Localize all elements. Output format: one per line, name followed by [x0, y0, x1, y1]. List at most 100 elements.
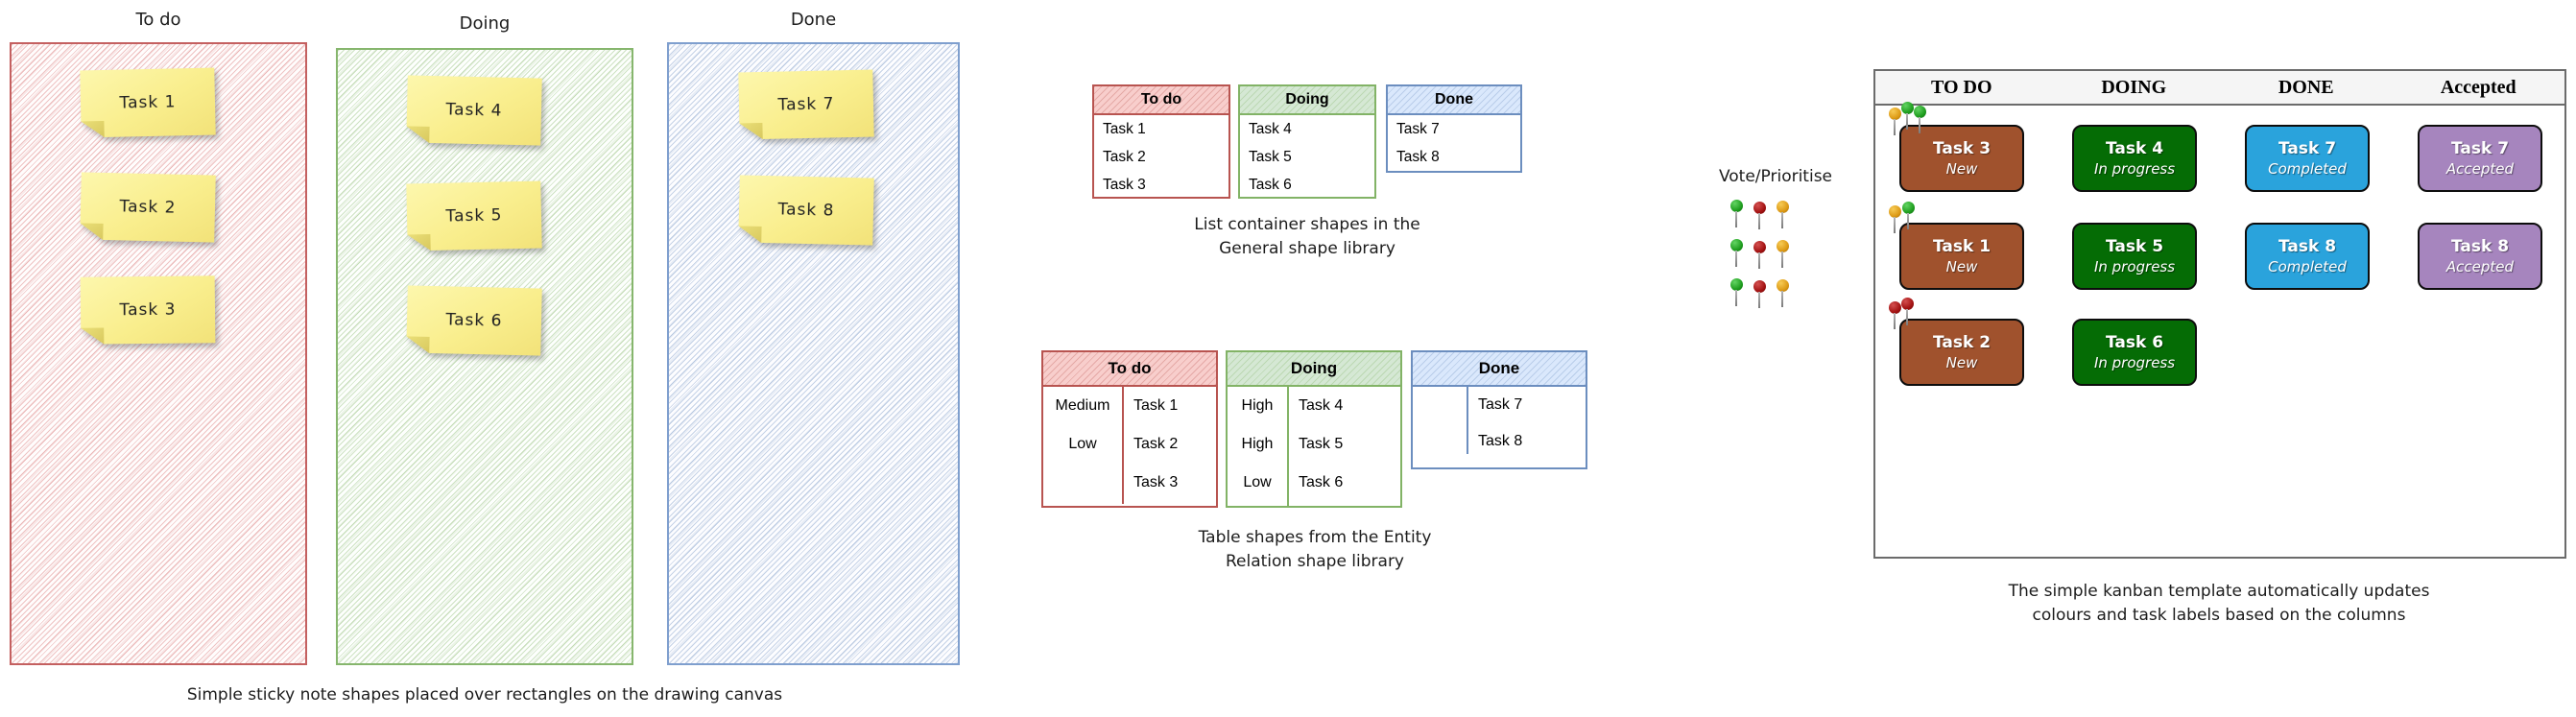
table-header: Doing	[1228, 352, 1400, 387]
kanban-card[interactable]: Task 7 Completed	[2245, 125, 2370, 192]
kanban-board: TO DO DOING DONE Accepted Task 3 New Tas…	[1873, 69, 2566, 559]
caption-line: General shape library	[1219, 239, 1395, 258]
list-header: Done	[1388, 86, 1520, 115]
kanban-caption: The simple kanban template automatically…	[1969, 580, 2469, 628]
list-item[interactable]: Task 5	[1249, 149, 1292, 165]
table-shape-doing[interactable]: Doing High Task 4 High Task 5 Low Task 6	[1226, 350, 1402, 508]
vote-pin-green[interactable]	[1730, 239, 1743, 267]
list-item[interactable]: Task 6	[1249, 177, 1292, 193]
kanban-card[interactable]: Task 5 In progress	[2072, 223, 2197, 290]
done-hatched-rectangle[interactable]	[667, 42, 960, 665]
table-column-divider	[1467, 387, 1468, 454]
sticky-fold	[406, 126, 429, 143]
card-pin-orange[interactable]	[1889, 205, 1901, 233]
card-pin-red[interactable]	[1889, 301, 1901, 329]
sticky-note[interactable]: Task 5	[406, 181, 541, 251]
task-cell: Task 2	[1133, 436, 1179, 452]
todo-hatched-rectangle[interactable]	[10, 42, 307, 665]
sticky-fold	[738, 226, 761, 243]
card-pin-red[interactable]	[1901, 298, 1914, 325]
sticky-column-title-done: Done	[790, 10, 837, 30]
kanban-header-row: TO DO DOING DONE Accepted	[1875, 71, 2564, 106]
sticky-note[interactable]: Task 4	[406, 75, 542, 145]
sticky-column-title-todo: To do	[135, 10, 181, 30]
kanban-card[interactable]: Task 7 Accepted	[2418, 125, 2542, 192]
kanban-card[interactable]: Task 6 In progress	[2072, 319, 2197, 386]
vote-pin-green[interactable]	[1730, 200, 1743, 227]
task-cell: Task 8	[1478, 433, 1523, 449]
caption-line: colours and task labels based on the col…	[2032, 606, 2406, 625]
vote-pin-red[interactable]	[1753, 280, 1766, 308]
table-row[interactable]: Task 3	[1043, 464, 1216, 502]
card-title: Task 8	[2450, 237, 2510, 256]
vote-pin-orange[interactable]	[1777, 240, 1789, 268]
card-pin-green[interactable]	[1902, 202, 1915, 229]
card-title: Task 7	[2278, 139, 2337, 158]
table-row[interactable]: Task 7	[1413, 387, 1586, 423]
list-item[interactable]: Task 7	[1396, 121, 1440, 137]
card-pin-orange[interactable]	[1889, 108, 1901, 135]
task-cell: Task 3	[1133, 474, 1179, 490]
vote-pin-orange[interactable]	[1777, 279, 1789, 307]
table-shape-done[interactable]: Done Task 7 Task 8	[1411, 350, 1587, 469]
vote-pin-orange[interactable]	[1777, 201, 1789, 228]
vote-pin-green[interactable]	[1730, 278, 1743, 306]
table-header: To do	[1043, 352, 1216, 387]
table-shape-todo[interactable]: To do Medium Task 1 Low Task 2 Task 3	[1041, 350, 1218, 508]
vote-pin-red[interactable]	[1753, 241, 1766, 269]
kanban-card[interactable]: Task 8 Completed	[2245, 223, 2370, 290]
table-row[interactable]: Medium Task 1	[1043, 387, 1216, 425]
list-shape-done[interactable]: Done Task 7 Task 8	[1386, 84, 1522, 173]
kanban-card[interactable]: Task 1 New	[1899, 223, 2024, 290]
card-status: Completed	[2268, 258, 2347, 275]
kanban-card[interactable]: Task 4 In progress	[2072, 125, 2197, 192]
table-row[interactable]: Task 8	[1413, 423, 1586, 460]
priority-cell: High	[1241, 397, 1274, 414]
task-cell: Task 1	[1133, 397, 1179, 414]
sticky-note[interactable]: Task 6	[406, 285, 542, 355]
card-status: In progress	[2093, 160, 2176, 178]
priority-cell: High	[1241, 436, 1274, 452]
task-cell: Task 7	[1478, 396, 1523, 413]
card-pin-green[interactable]	[1914, 106, 1926, 133]
card-title: Task 6	[2105, 333, 2164, 352]
caption-line: Relation shape library	[1225, 552, 1404, 571]
kanban-card[interactable]: Task 2 New	[1899, 319, 2024, 386]
card-status: In progress	[2093, 258, 2176, 275]
kanban-card[interactable]: Task 3 New	[1899, 125, 2024, 192]
kanban-header-accepted: Accepted	[2440, 77, 2516, 98]
doing-hatched-rectangle[interactable]	[336, 48, 633, 665]
table-row[interactable]: Low Task 2	[1043, 425, 1216, 464]
card-status: Accepted	[2445, 160, 2515, 178]
sticky-note[interactable]: Task 1	[80, 68, 215, 138]
table-column-divider	[1122, 387, 1124, 504]
card-title: Task 1	[1932, 237, 1992, 256]
card-pin-green[interactable]	[1901, 102, 1914, 130]
table-row[interactable]: Low Task 6	[1228, 464, 1400, 502]
table-row[interactable]: High Task 4	[1228, 387, 1400, 425]
sticky-note[interactable]: Task 2	[80, 172, 216, 242]
list-item[interactable]: Task 1	[1103, 121, 1146, 137]
vote-pin-red[interactable]	[1753, 202, 1766, 229]
sticky-fold	[81, 327, 104, 344]
list-item[interactable]: Task 4	[1249, 121, 1292, 137]
list-shape-todo[interactable]: To do Task 1 Task 2 Task 3	[1092, 84, 1230, 199]
task-cell: Task 4	[1299, 397, 1344, 414]
sticky-fold	[81, 121, 104, 137]
caption-line: List container shapes in the	[1194, 215, 1420, 234]
sticky-note[interactable]: Task 7	[738, 70, 873, 140]
table-row[interactable]: High Task 5	[1228, 425, 1400, 464]
priority-cell: Medium	[1055, 397, 1110, 414]
card-title: Task 5	[2105, 237, 2164, 256]
kanban-header-todo: TO DO	[1930, 77, 1992, 98]
list-item[interactable]: Task 2	[1103, 149, 1146, 165]
kanban-card[interactable]: Task 8 Accepted	[2418, 223, 2542, 290]
sticky-note[interactable]: Task 3	[81, 275, 216, 344]
list-shape-doing[interactable]: Doing Task 4 Task 5 Task 6	[1238, 84, 1376, 199]
list-item[interactable]: Task 8	[1396, 149, 1440, 165]
sticky-note[interactable]: Task 8	[738, 175, 874, 245]
list-item[interactable]: Task 3	[1103, 177, 1146, 193]
table-column-divider	[1287, 387, 1289, 508]
sticky-fold	[739, 123, 762, 139]
